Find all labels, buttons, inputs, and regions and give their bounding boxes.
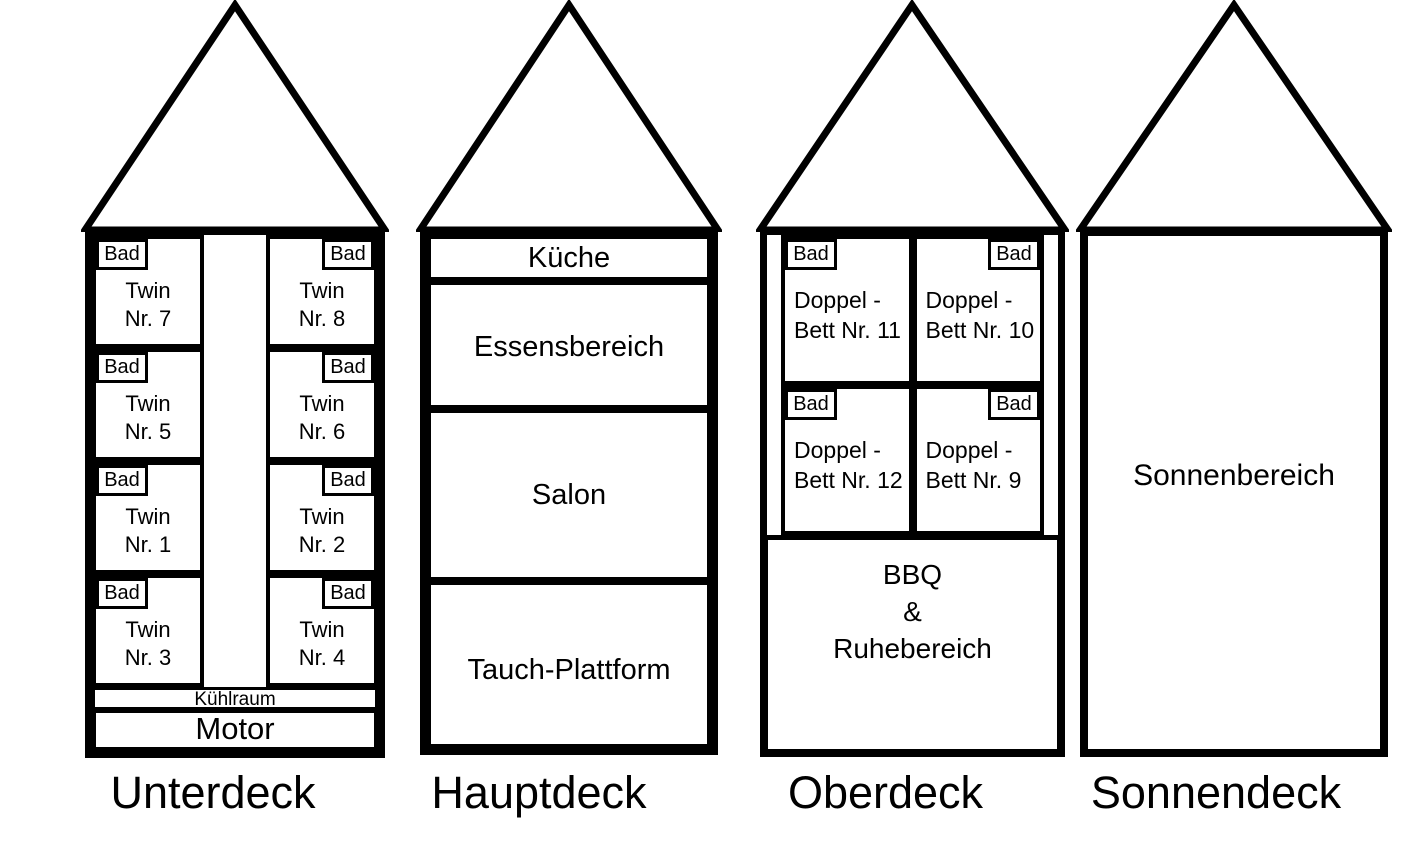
cabin-twin-4: Bad Twin Nr. 4 — [266, 574, 378, 687]
cabin-twin-6: Bad Twin Nr. 6 — [266, 348, 378, 461]
cabin-number: Nr. 8 — [298, 306, 346, 331]
cabin-number: Bett Nr. 12 — [794, 467, 903, 493]
bathroom-badge: Bad — [96, 239, 148, 270]
bathroom-badge: Bad — [988, 389, 1040, 420]
ampersand: & — [903, 596, 922, 627]
bathroom-badge: Bad — [322, 578, 374, 609]
cabin-label: Twin Nr. 8 — [272, 277, 372, 333]
bow-roof-triangle-unterdeck — [81, 0, 389, 232]
bbq-line: BBQ — [882, 559, 943, 590]
cabin-type: Doppel - — [794, 287, 881, 313]
cabin-type: Twin — [299, 391, 345, 416]
cabin-type: Twin — [125, 278, 171, 303]
cabin-label: Doppel - Bett Nr. 9 — [926, 435, 1037, 495]
deck-outline-oberdeck: Bad Doppel - Bett Nr. 11 Bad Doppel - Be… — [760, 228, 1065, 757]
cabin-type: Twin — [299, 617, 345, 642]
cabin-twin-1: Bad Twin Nr. 1 — [92, 461, 204, 574]
cabin-twin-2: Bad Twin Nr. 2 — [266, 461, 378, 574]
cabin-label: Twin Nr. 5 — [98, 390, 198, 446]
cabin-label: Doppel - Bett Nr. 12 — [794, 435, 905, 495]
cabin-type: Doppel - — [925, 437, 1013, 463]
cabin-number: Nr. 6 — [298, 419, 346, 444]
cabin-label: Twin Nr. 1 — [98, 503, 198, 559]
bathroom-badge: Bad — [322, 352, 374, 383]
cabin-doppelbett-9: Bad Doppel - Bett Nr. 9 — [912, 385, 1044, 535]
cabin-doppelbett-11: Bad Doppel - Bett Nr. 11 — [781, 235, 913, 385]
cabin-area-unterdeck: Bad Twin Nr. 7 Bad Twin Nr. 8 Bad Twin N… — [92, 235, 378, 687]
deck-name-sonnendeck: Sonnendeck — [1090, 767, 1342, 818]
cabin-number: Nr. 7 — [124, 306, 172, 331]
cabin-label: Twin Nr. 6 — [272, 390, 372, 446]
room-bbq-ruhebereich: BBQ & Ruhebereich — [763, 535, 1062, 754]
cabin-number: Nr. 4 — [298, 645, 346, 670]
cabin-type: Doppel - — [794, 437, 881, 463]
bathroom-badge: Bad — [322, 465, 374, 496]
cabin-number: Bett Nr. 10 — [925, 317, 1035, 343]
cabin-twin-3: Bad Twin Nr. 3 — [92, 574, 204, 687]
cabin-doppelbett-10: Bad Doppel - Bett Nr. 10 — [912, 235, 1044, 385]
cabin-label: Doppel - Bett Nr. 10 — [926, 285, 1037, 345]
cabin-label: Doppel - Bett Nr. 11 — [794, 285, 905, 345]
cabin-number: Bett Nr. 9 — [925, 467, 1022, 493]
cabin-label: Twin Nr. 7 — [98, 277, 198, 333]
room-essensbereich: Essensbereich — [427, 281, 711, 409]
bathroom-badge: Bad — [96, 465, 148, 496]
bathroom-badge: Bad — [96, 352, 148, 383]
cabin-area-oberdeck: Bad Doppel - Bett Nr. 11 Bad Doppel - Be… — [781, 235, 1044, 535]
cabin-type: Doppel - — [925, 287, 1013, 313]
cabin-number: Nr. 5 — [124, 419, 172, 444]
bathroom-badge: Bad — [785, 239, 837, 270]
bathroom-badge: Bad — [322, 239, 374, 270]
cabin-number: Nr. 2 — [298, 532, 346, 557]
room-sonnenbereich: Sonnenbereich — [1133, 458, 1335, 492]
cabin-type: Twin — [125, 504, 171, 529]
cabin-label: Twin Nr. 2 — [272, 503, 372, 559]
cabin-type: Twin — [125, 391, 171, 416]
cabin-doppelbett-12: Bad Doppel - Bett Nr. 12 — [781, 385, 913, 535]
ruhebereich-line: Ruhebereich — [833, 633, 992, 664]
cabin-type: Twin — [299, 278, 345, 303]
deck-outline-unterdeck: Bad Twin Nr. 7 Bad Twin Nr. 8 Bad Twin N… — [85, 228, 385, 758]
deck-name-hauptdeck: Hauptdeck — [431, 767, 647, 818]
room-tauch-plattform: Tauch-Plattform — [427, 581, 711, 748]
bow-roof-triangle-oberdeck — [756, 0, 1069, 232]
room-motor: Motor — [92, 707, 378, 751]
room-kueche: Küche — [427, 235, 711, 281]
cabin-label: Twin Nr. 4 — [272, 616, 372, 672]
bow-roof-triangle-hauptdeck — [416, 0, 722, 232]
cabin-twin-5: Bad Twin Nr. 5 — [92, 348, 204, 461]
bow-roof-triangle-sonnendeck — [1076, 0, 1392, 232]
room-salon: Salon — [427, 409, 711, 581]
deck-name-unterdeck: Unterdeck — [110, 767, 316, 818]
cabin-number: Nr. 3 — [124, 645, 172, 670]
cabin-type: Twin — [125, 617, 171, 642]
bathroom-badge: Bad — [988, 239, 1040, 270]
bathroom-badge: Bad — [785, 389, 837, 420]
cabin-label: Twin Nr. 3 — [98, 616, 198, 672]
cabin-number: Bett Nr. 11 — [794, 317, 901, 343]
cabin-twin-8: Bad Twin Nr. 8 — [266, 235, 378, 348]
cabin-twin-7: Bad Twin Nr. 7 — [92, 235, 204, 348]
room-kuehlraum: Kühlraum — [92, 687, 378, 713]
cabin-number: Nr. 1 — [124, 532, 172, 557]
deck-name-oberdeck: Oberdeck — [787, 767, 984, 818]
cabin-type: Twin — [299, 504, 345, 529]
bathroom-badge: Bad — [96, 578, 148, 609]
deck-outline-hauptdeck: Küche Essensbereich Salon Tauch-Plattfor… — [420, 228, 718, 755]
deck-outline-sonnendeck: Sonnenbereich — [1080, 228, 1388, 757]
